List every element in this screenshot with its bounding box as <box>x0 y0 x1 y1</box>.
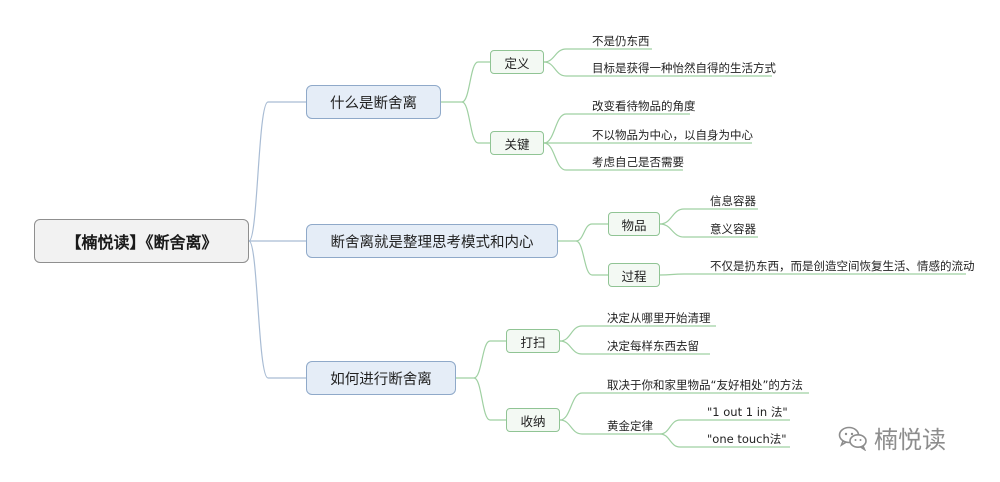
leaf-where-start[interactable]: 决定从哪里开始清理 <box>607 311 711 325</box>
leaf-change-angle[interactable]: 改变看待物品的角度 <box>592 99 696 113</box>
connector-b3-clean <box>456 340 506 379</box>
leaf-line-key-1 <box>543 113 690 144</box>
subtopic-storage[interactable]: 收纳 <box>506 408 560 432</box>
leaf-line-clean-2 <box>559 340 710 355</box>
root-topic[interactable]: 【楠悦读】《断舍离》 <box>34 219 249 263</box>
leaf-line-clean-1 <box>559 325 716 342</box>
leaf-line-items-2 <box>659 223 758 238</box>
leaf-keep-or-discard[interactable]: 决定每样东西去留 <box>607 339 699 353</box>
subtopic-process[interactable]: 过程 <box>608 263 660 287</box>
leaf-info-container[interactable]: 信息容器 <box>710 194 756 208</box>
subtopic-clean[interactable]: 打扫 <box>506 329 560 353</box>
connector-root-branch-1 <box>248 101 306 242</box>
leaf-goal[interactable]: 目标是获得一种怡然自得的生活方式 <box>592 61 776 75</box>
subtopic-define[interactable]: 定义 <box>490 50 544 74</box>
leaf-line-items-1 <box>659 208 758 225</box>
leaf-not-throwing[interactable]: 不是仍东西 <box>592 34 650 48</box>
leaf-one-out-one-in[interactable]: "1 out 1 in 法" <box>707 405 788 419</box>
subtopic-key[interactable]: 关键 <box>490 131 544 155</box>
leaf-line-define-1 <box>543 48 652 63</box>
connector-b1-define <box>441 61 490 103</box>
watermark: 楠悦读 <box>838 420 946 455</box>
leaf-line-storage-2 <box>559 419 660 435</box>
leaf-line-golden-2 <box>659 433 790 448</box>
connector-root-branch-3 <box>248 240 306 379</box>
leaf-line-define-2 <box>543 61 772 77</box>
connector-b2-items <box>558 223 608 242</box>
leaf-line-golden-1 <box>659 419 790 435</box>
subtopic-items[interactable]: 物品 <box>608 212 660 236</box>
leaf-golden-rule[interactable]: 黄金定律 <box>607 419 653 433</box>
wechat-icon <box>838 426 867 451</box>
branch-what-is[interactable]: 什么是断舍离 <box>306 85 441 119</box>
leaf-friendly-method[interactable]: 取决于你和家里物品“友好相处”的方法 <box>607 378 803 392</box>
connector-b2-process <box>575 240 608 276</box>
leaf-need[interactable]: 考虑自己是否需要 <box>592 155 684 169</box>
leaf-one-touch[interactable]: "one touch法" <box>707 432 787 446</box>
leaf-line-process-1 <box>659 273 966 276</box>
leaf-create-space[interactable]: 不仅是扔东西，而是创造空间恢复生活、情感的流动 <box>710 259 975 273</box>
leaf-meaning-container[interactable]: 意义容器 <box>710 222 756 236</box>
leaf-line-storage-1 <box>559 392 809 421</box>
branch-how-to[interactable]: 如何进行断舍离 <box>306 361 456 395</box>
watermark-text: 楠悦读 <box>874 426 946 454</box>
branch-thinking-mode[interactable]: 断舍离就是整理思考模式和内心 <box>306 224 558 258</box>
connector-b1-key <box>461 101 490 144</box>
leaf-line-key-3 <box>543 142 683 171</box>
connector-b3-storage <box>473 377 506 421</box>
leaf-self-center[interactable]: 不以物品为中心，以自身为中心 <box>592 128 753 142</box>
